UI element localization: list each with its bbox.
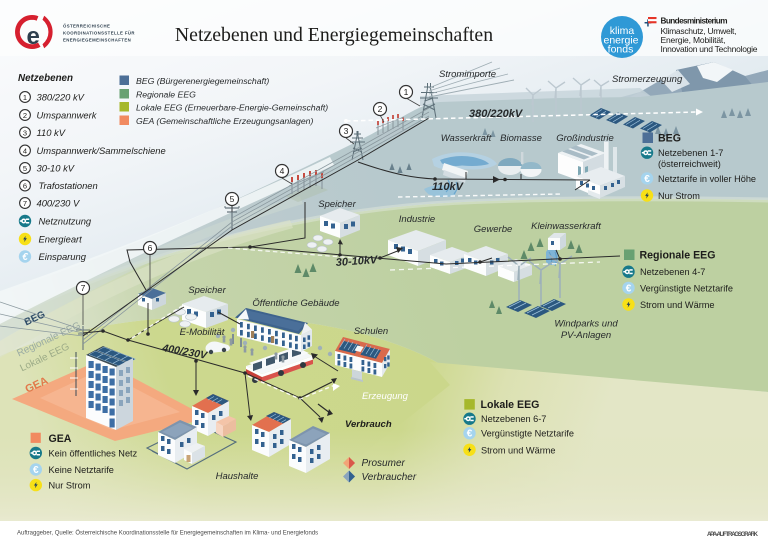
svg-text:4: 4 (23, 146, 27, 155)
svg-text:Umspannwerk/Sammelschiene: Umspannwerk/Sammelschiene (37, 145, 166, 156)
svg-text:Stromimporte: Stromimporte (439, 69, 496, 80)
svg-text:Verbraucher: Verbraucher (362, 472, 417, 483)
svg-text:Speicher: Speicher (318, 199, 356, 210)
svg-text:Netzebenen 4-7: Netzebenen 4-7 (640, 267, 705, 277)
svg-text:Nur Strom: Nur Strom (49, 481, 91, 491)
svg-text:Energie, Mobilität,: Energie, Mobilität, (661, 35, 726, 45)
svg-text:Umspannwerk: Umspannwerk (37, 110, 98, 121)
svg-text:ÖSTERREICHISCHE: ÖSTERREICHISCHE (63, 24, 110, 29)
svg-text:110kV: 110kV (432, 181, 465, 193)
svg-text:(österreichweit): (österreichweit) (658, 159, 721, 169)
svg-text:Vergünstigte Netztarife: Vergünstigte Netztarife (640, 283, 733, 293)
svg-text:3: 3 (23, 128, 27, 137)
svg-text:GEA (Gemeinschaftliche Erzeugu: GEA (Gemeinschaftliche Erzeugungsanlagen… (136, 116, 313, 126)
svg-text:Strom und Wärme: Strom und Wärme (481, 445, 556, 455)
svg-text:Keine Netztarife: Keine Netztarife (49, 465, 114, 475)
svg-text:30-10 kV: 30-10 kV (37, 163, 75, 174)
svg-text:Kein öffentliches Netz: Kein öffentliches Netz (49, 449, 138, 459)
svg-text:Netzebenen 1-7: Netzebenen 1-7 (658, 148, 723, 158)
svg-text:BEG: BEG (658, 133, 681, 145)
svg-text:Netznutzung: Netznutzung (39, 216, 92, 227)
svg-text:6: 6 (148, 243, 153, 253)
svg-text:3: 3 (344, 126, 349, 136)
svg-text:Netztarife in voller Höhe: Netztarife in voller Höhe (658, 174, 756, 184)
svg-text:2: 2 (23, 111, 27, 120)
svg-text:BEG (Bürgerenergiegemeinschaft: BEG (Bürgerenergiegemeinschaft) (136, 76, 269, 86)
svg-text:6: 6 (23, 181, 27, 190)
svg-text:Gewerbe: Gewerbe (474, 224, 513, 235)
svg-text:5: 5 (23, 164, 27, 173)
svg-text:PV-Anlagen: PV-Anlagen (561, 330, 611, 341)
svg-text:4: 4 (280, 166, 285, 176)
svg-text:energie: energie (603, 35, 638, 47)
svg-text:Wasserkraft: Wasserkraft (441, 133, 492, 144)
svg-text:110 kV: 110 kV (37, 127, 66, 138)
svg-text:Lokale EEG: Lokale EEG (481, 399, 540, 411)
svg-text:ENERGIEGEMEINSCHAFTEN: ENERGIEGEMEINSCHAFTEN (63, 38, 131, 43)
svg-text:Regionale EEG: Regionale EEG (136, 89, 196, 99)
svg-text:Nur Strom: Nur Strom (658, 191, 700, 201)
svg-text:Biomasse: Biomasse (500, 133, 542, 144)
svg-text:Prosumer: Prosumer (362, 458, 406, 469)
svg-text:Energieart: Energieart (39, 234, 83, 245)
svg-text:Stromerzeugung: Stromerzeugung (612, 74, 683, 85)
svg-text:Schulen: Schulen (354, 326, 388, 337)
svg-text:Verbrauch: Verbrauch (345, 419, 392, 430)
svg-text:Erzeugung: Erzeugung (362, 391, 409, 402)
svg-text:7: 7 (81, 283, 86, 293)
svg-text:Einsparung: Einsparung (39, 251, 87, 262)
svg-text:Netzebenen: Netzebenen (18, 73, 73, 84)
svg-text:Vergünstigte Netztarife: Vergünstigte Netztarife (481, 429, 574, 439)
svg-text:Innovation und Technologie: Innovation und Technologie (661, 44, 758, 54)
svg-text:1: 1 (23, 93, 27, 102)
svg-text:Trafostationen: Trafostationen (39, 180, 98, 191)
svg-text:7: 7 (23, 199, 27, 208)
svg-text:Öffentliche Gebäude: Öffentliche Gebäude (252, 298, 339, 309)
svg-text:Netzebenen und Energiegemeinsc: Netzebenen und Energiegemeinschaften (175, 24, 493, 46)
svg-text:Kleinwasserkraft: Kleinwasserkraft (531, 221, 601, 232)
svg-text:Bundesministerium: Bundesministerium (661, 16, 728, 25)
svg-text:Netzebenen 6-7: Netzebenen 6-7 (481, 414, 546, 424)
svg-text:Regionale EEG: Regionale EEG (640, 250, 716, 262)
svg-text:e: e (27, 23, 40, 50)
svg-text:Strom und Wärme: Strom und Wärme (640, 300, 715, 310)
svg-text:Lokale EEG (Erneuerbare-Energi: Lokale EEG (Erneuerbare-Energie-Gemeinsc… (136, 102, 328, 112)
svg-text:KOORDINATIONSSTELLE FÜR: KOORDINATIONSSTELLE FÜR (63, 31, 135, 36)
svg-text:2: 2 (378, 104, 383, 114)
svg-text:Speicher: Speicher (188, 285, 226, 296)
svg-text:fonds: fonds (608, 44, 634, 56)
svg-text:Haushalte: Haushalte (216, 471, 259, 482)
svg-text:400/230 V: 400/230 V (37, 198, 80, 209)
svg-text:Auftraggeber, Quelle: Österrei: Auftraggeber, Quelle: Österreichische Ko… (17, 530, 318, 537)
svg-text:E-Mobilität: E-Mobilität (180, 327, 225, 338)
svg-text:Industrie: Industrie (399, 214, 435, 225)
svg-text:380/220kV: 380/220kV (469, 108, 524, 120)
svg-text:30-10kV: 30-10kV (335, 254, 379, 269)
svg-text:1: 1 (404, 87, 409, 97)
svg-text:klima: klima (610, 25, 635, 37)
svg-text:Großindustrie: Großindustrie (556, 133, 614, 144)
svg-text:APA-AUFTRAGSGRAFIK: APA-AUFTRAGSGRAFIK (707, 532, 759, 538)
svg-text:Klimaschutz, Umwelt,: Klimaschutz, Umwelt, (661, 26, 737, 36)
svg-text:5: 5 (230, 194, 235, 204)
svg-text:GEA: GEA (49, 433, 72, 445)
svg-text:380/220 kV: 380/220 kV (37, 92, 85, 103)
svg-text:Windparks und: Windparks und (554, 319, 618, 330)
